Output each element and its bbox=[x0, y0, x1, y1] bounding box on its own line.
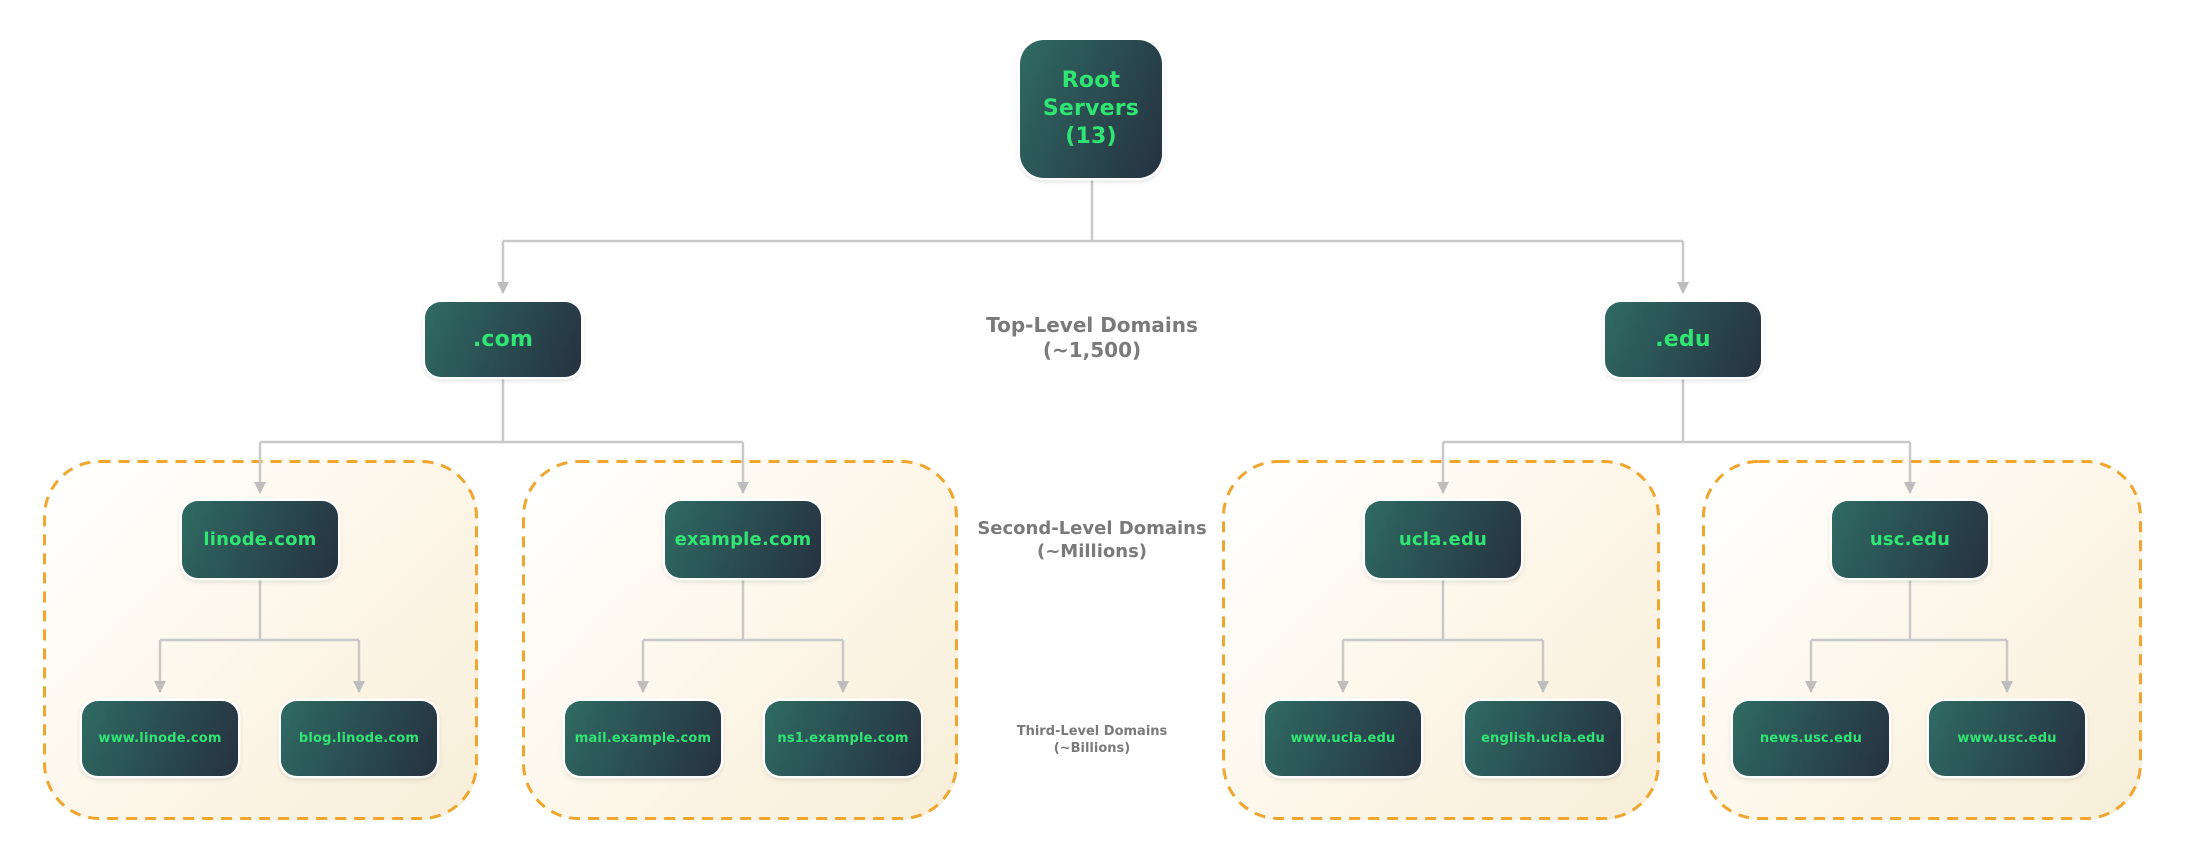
node-mail-example-com: mail.example.com bbox=[565, 701, 721, 776]
group-border bbox=[1702, 460, 2142, 820]
node-ucla-edu: ucla.edu bbox=[1365, 501, 1521, 578]
level-label-title: Top-Level Domains bbox=[986, 313, 1198, 337]
level-label-title: Second-Level Domains bbox=[977, 518, 1207, 539]
node-www-linode-com: www.linode.com bbox=[82, 701, 238, 776]
node-root-servers: Root Servers (13) bbox=[1020, 40, 1162, 178]
group-border bbox=[522, 460, 958, 820]
node-edu: .edu bbox=[1605, 302, 1761, 377]
node-www-ucla-edu: www.ucla.edu bbox=[1265, 701, 1421, 776]
level-label-title: Third-Level Domains bbox=[1016, 724, 1168, 739]
node-blog-linode-com: blog.linode.com bbox=[281, 701, 437, 776]
level-label-count: (~Millions) bbox=[1036, 541, 1148, 562]
level-label-count: (~1,500) bbox=[1042, 338, 1142, 362]
node-com: .com bbox=[425, 302, 581, 377]
level-label-second-level: Second-Level Domains (~Millions) bbox=[912, 517, 1272, 563]
node-example-com: example.com bbox=[665, 501, 821, 578]
node-ns1-example-com: ns1.example.com bbox=[765, 701, 921, 776]
node-usc-edu: usc.edu bbox=[1832, 501, 1988, 578]
node-www-usc-edu: www.usc.edu bbox=[1929, 701, 2085, 776]
node-english-ucla-edu: english.ucla.edu bbox=[1465, 701, 1621, 776]
level-label-third-level: Third-Level Domains (~Billions) bbox=[912, 723, 1272, 757]
level-label-top-level: Top-Level Domains (~1,500) bbox=[912, 313, 1272, 363]
group-border bbox=[1222, 460, 1660, 820]
node-news-usc-edu: news.usc.edu bbox=[1733, 701, 1889, 776]
level-label-count: (~Billions) bbox=[1053, 741, 1131, 756]
node-linode-com: linode.com bbox=[182, 501, 338, 578]
